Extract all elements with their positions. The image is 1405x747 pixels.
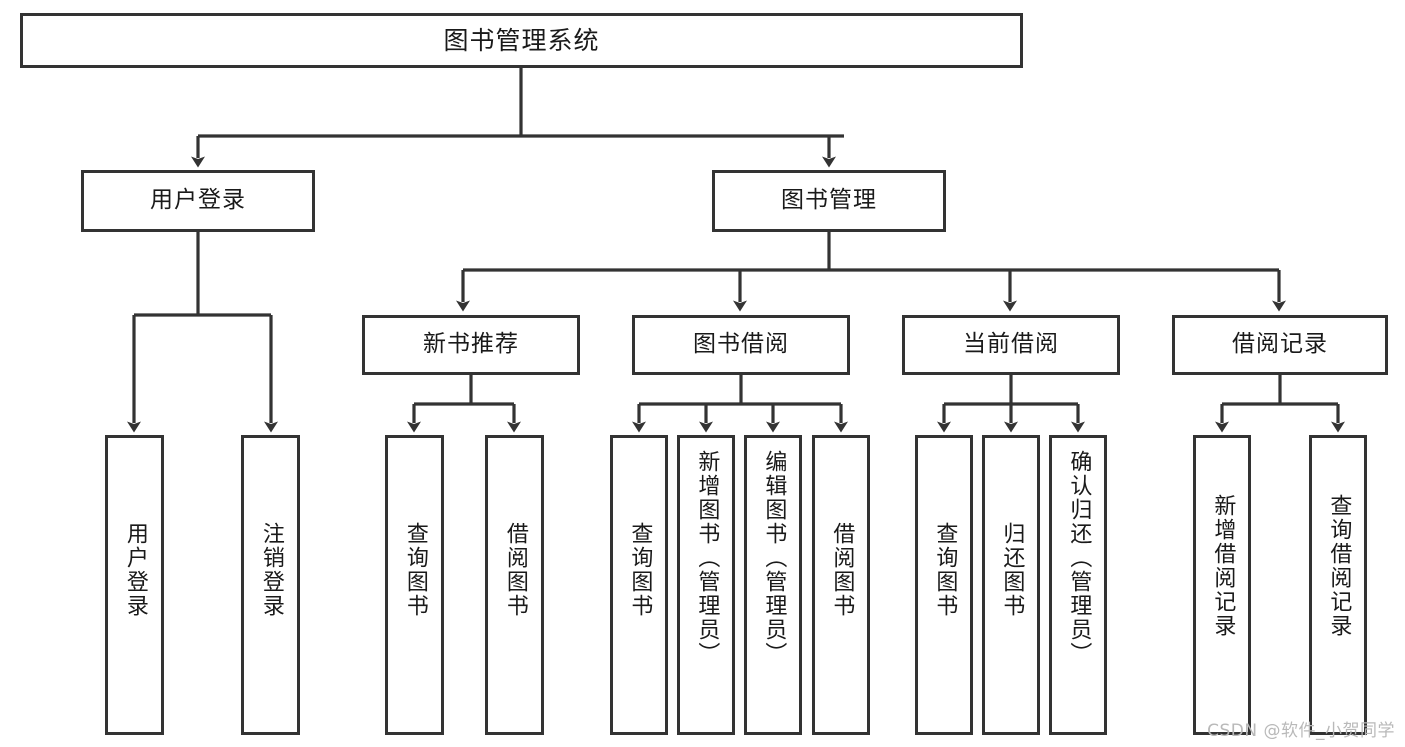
leaf-label: 查询借阅记录 — [1326, 494, 1352, 638]
node-borrow-record[interactable]: 借阅记录 — [1172, 315, 1388, 375]
leaf-borrow-book-2[interactable]: 借阅图书 — [812, 435, 870, 735]
leaf-label: 查询图书 — [627, 522, 653, 618]
leaf-add-book-admin[interactable]: 新增图书（管理员） — [677, 435, 735, 735]
node-current-borrow[interactable]: 当前借阅 — [902, 315, 1120, 375]
node-book-borrow[interactable]: 图书借阅 — [632, 315, 850, 375]
node-book-management[interactable]: 图书管理 — [712, 170, 946, 232]
leaf-label: 归还图书 — [999, 522, 1025, 618]
leaf-query-book-3[interactable]: 查询图书 — [915, 435, 973, 735]
leaf-label: 注销登录 — [258, 522, 284, 618]
leaf-confirm-return-admin[interactable]: 确认归还（管理员） — [1049, 435, 1107, 735]
leaf-label: 确认归还（管理员） — [1066, 450, 1092, 666]
node-user-login[interactable]: 用户登录 — [81, 170, 315, 232]
leaf-query-borrow-record[interactable]: 查询借阅记录 — [1309, 435, 1367, 735]
leaf-label: 查询图书 — [402, 522, 428, 618]
leaf-edit-book-admin[interactable]: 编辑图书（管理员） — [744, 435, 802, 735]
leaf-borrow-book-1[interactable]: 借阅图书 — [485, 435, 544, 735]
leaf-label: 查询图书 — [932, 522, 958, 618]
leaf-label: 新增图书（管理员） — [694, 450, 720, 666]
leaf-return-book[interactable]: 归还图书 — [982, 435, 1040, 735]
leaf-query-book-2[interactable]: 查询图书 — [610, 435, 668, 735]
leaf-label: 用户登录 — [122, 522, 148, 618]
watermark-text: CSDN @软件_小贺同学 — [1207, 721, 1395, 741]
leaf-label: 借阅图书 — [829, 522, 855, 618]
leaf-user-logout-action[interactable]: 注销登录 — [241, 435, 300, 735]
leaf-add-borrow-record[interactable]: 新增借阅记录 — [1193, 435, 1251, 735]
leaf-user-login-action[interactable]: 用户登录 — [105, 435, 164, 735]
node-root-system[interactable]: 图书管理系统 — [20, 13, 1023, 68]
node-new-book-recommend[interactable]: 新书推荐 — [362, 315, 580, 375]
leaf-label: 新增借阅记录 — [1210, 494, 1236, 638]
leaf-query-book-1[interactable]: 查询图书 — [385, 435, 444, 735]
leaf-label: 编辑图书（管理员） — [761, 450, 787, 666]
leaf-label: 借阅图书 — [502, 522, 528, 618]
